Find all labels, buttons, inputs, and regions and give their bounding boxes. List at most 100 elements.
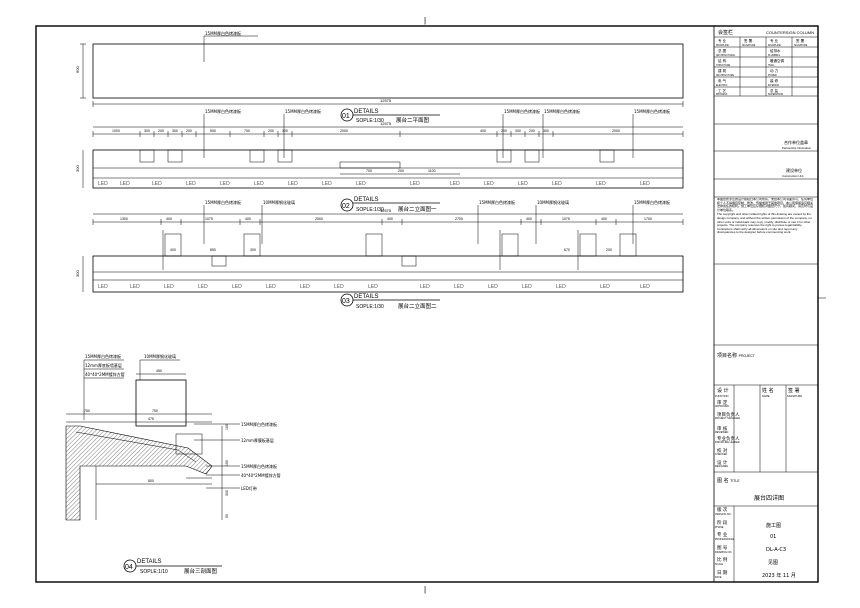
svg-text:LED: LED (518, 181, 528, 187)
svg-text:1100: 1100 (428, 169, 436, 173)
svg-text:总 图: 总 图 (718, 48, 727, 53)
svg-text:100: 100 (225, 424, 229, 430)
elev2-body (92, 255, 684, 293)
countersign-table: 专 业 签 署 专 业 签 署 DISCIPLINE SIGNATURE DIS… (716, 38, 808, 96)
elev1-led-labels: LED LED LED LED LED LED LED LED LED LED … (98, 181, 650, 187)
sign-row: 设 计 (717, 461, 728, 466)
svg-text:300: 300 (75, 165, 80, 172)
copyright-cn: 本图纸所涉及的设计版权归本公司所有，未经本公司书面许可，任何单位和个人不得擅自复… (717, 198, 814, 212)
detail-02-title: 02 DETAILS SOPLE:1/30 展台二立面图一 (340, 197, 440, 213)
svg-text:LED: LED (164, 284, 174, 290)
sheet-border (35, 25, 819, 583)
svg-text:400: 400 (526, 217, 532, 221)
svg-text:ELECTRIC: ELECTRIC (716, 85, 728, 87)
glass-post (365, 233, 383, 257)
bottom-center-mark: | (424, 585, 426, 594)
svg-text:专 业: 专 业 (718, 38, 727, 43)
svg-text:15MM厚白色烤漆板: 15MM厚白色烤漆板 (241, 463, 277, 469)
title-block: 会签栏 COUNTERSIGN COLUMN 专 业 签 署 专 业 签 署 D… (714, 29, 818, 265)
svg-text:展台二立面图一: 展台二立面图一 (398, 205, 437, 213)
svg-text:2700: 2700 (455, 217, 463, 221)
svg-text:300: 300 (250, 248, 256, 252)
detail-heading: DETAILS (354, 109, 379, 115)
project-name-row: 项目名称 PROJECT (717, 352, 755, 359)
svg-text:200: 200 (501, 129, 507, 133)
svg-text:12575: 12575 (380, 208, 392, 213)
svg-text:LED: LED (488, 284, 498, 290)
sign-header: 设 计 (717, 388, 729, 394)
svg-text:PROCESS: PROCESS (716, 94, 728, 96)
svg-text:DETAILS: DETAILS (354, 294, 379, 300)
svg-text:签 署: 签 署 (796, 38, 805, 43)
copyright-notice: 本图纸所涉及的设计版权归本公司所有，未经本公司书面许可，任何单位和个人不得擅自复… (717, 198, 815, 262)
svg-text:DISCIPLINE: DISCIPLINE (716, 45, 729, 47)
info-row: 图 号 DRAWING NO. DL-A-C3 (715, 545, 787, 554)
elev1-body (92, 149, 684, 189)
svg-text:SIGNATURE: SIGNATURE (742, 44, 756, 47)
svg-text:LED灯带: LED灯带 (241, 485, 257, 491)
svg-text:签 署: 签 署 (744, 38, 753, 43)
svg-text:15MM厚白色烤漆板: 15MM厚白色烤漆板 (85, 353, 121, 359)
svg-text:750: 750 (84, 409, 90, 413)
svg-text:300: 300 (172, 129, 178, 133)
svg-text:LED: LED (288, 181, 298, 187)
svg-text:POWER: POWER (768, 75, 777, 77)
svg-text:LED: LED (334, 284, 344, 290)
top-center-mark: | (424, 16, 426, 25)
svg-text:ARCHITECTURAL: ARCHITECTURAL (716, 54, 736, 57)
info-table: 版 次 VERSION NO. 阶 段 PHASE 施工图 专 业 PROFES… (714, 507, 818, 582)
info-row: 比 例 SCALE 见图 (715, 558, 779, 566)
svg-text:LED: LED (198, 284, 208, 290)
svg-text:15MM厚白色烤漆板: 15MM厚白色烤漆板 (241, 421, 277, 427)
svg-text:结 构: 结 构 (718, 58, 727, 63)
detail-scale: SOPLE:1/30 (356, 118, 384, 124)
svg-text:2000: 2000 (612, 129, 620, 133)
svg-text:LED: LED (556, 284, 566, 290)
svg-text:动 力: 动 力 (770, 68, 779, 73)
svg-text:PLUMBING: PLUMBING (768, 55, 780, 57)
svg-text:02: 02 (342, 203, 350, 210)
svg-text:750: 750 (152, 409, 158, 413)
svg-text:LED: LED (368, 284, 378, 290)
svg-text:装 修: 装 修 (770, 78, 779, 83)
construction-label-en: Construction Unit (782, 174, 804, 178)
svg-text:HVAC: HVAC (768, 64, 775, 67)
svg-text:专 业: 专 业 (770, 38, 779, 43)
svg-text:200: 200 (268, 129, 274, 133)
detail-01-plan: 600 12575 15MM厚白色烤漆板 (75, 30, 684, 107)
svg-text:700: 700 (366, 169, 372, 173)
svg-text:1075: 1075 (562, 217, 570, 221)
svg-text:15MM厚白色烤漆板: 15MM厚白色烤漆板 (205, 199, 241, 205)
svg-text:200: 200 (186, 129, 192, 133)
drawing-title-label: 图 名 TITLE (717, 478, 740, 484)
sign-row: 专业负责人 (717, 437, 740, 442)
svg-text:800: 800 (148, 479, 154, 483)
svg-text:SUPERVISOR: SUPERVISOR (768, 94, 783, 96)
svg-text:400: 400 (245, 217, 251, 221)
svg-text:10MM厚钢化玻璃: 10MM厚钢化玻璃 (144, 353, 176, 359)
svg-text:300: 300 (515, 129, 521, 133)
svg-text:40*40*2MM镀锌方管: 40*40*2MM镀锌方管 (241, 472, 281, 478)
svg-text:LED: LED (266, 284, 276, 290)
svg-text:LED: LED (450, 181, 460, 187)
svg-text:400: 400 (601, 217, 607, 221)
svg-text:400: 400 (166, 217, 172, 221)
svg-text:15MM厚白色烤漆板: 15MM厚白色烤漆板 (504, 108, 540, 114)
svg-text:LED: LED (596, 181, 606, 187)
glass-post (164, 233, 182, 257)
svg-text:STRUCTURE: STRUCTURE (716, 65, 731, 67)
svg-text:15MM厚白色烤漆板: 15MM厚白色烤漆板 (479, 199, 515, 205)
drawing-title: 展台四详图 (754, 495, 785, 502)
svg-text:LED: LED (356, 181, 366, 187)
glass-post (243, 233, 261, 257)
svg-text:SIGNATURE: SIGNATURE (794, 44, 808, 47)
svg-text:15MM厚白色烤漆板: 15MM厚白色烤漆板 (285, 108, 321, 114)
svg-text:300: 300 (144, 129, 150, 133)
svg-text:LED: LED (120, 181, 130, 187)
svg-text:给排水: 给排水 (770, 48, 781, 53)
sign-table: 设 计 姓 名 签 署 FUNCTION NAME SIGNATURE 审 定 … (715, 388, 802, 469)
glass-post (579, 233, 597, 257)
svg-text:200: 200 (529, 129, 535, 133)
glass-post (501, 233, 519, 257)
